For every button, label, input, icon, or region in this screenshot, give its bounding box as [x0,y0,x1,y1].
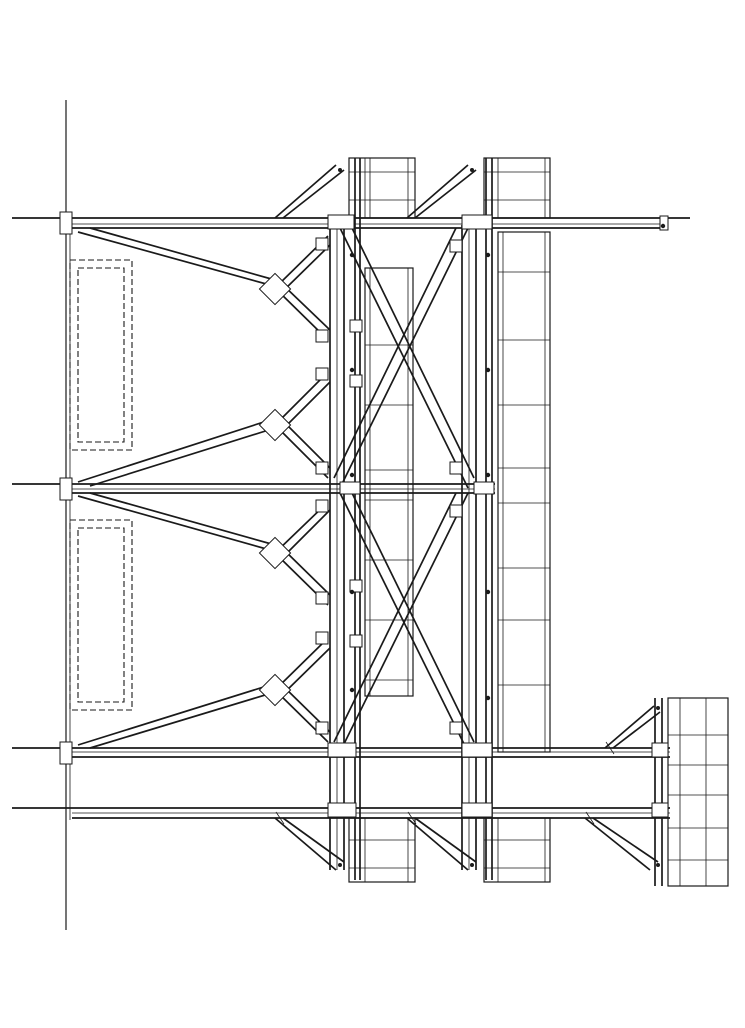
dashed-opening-upper [69,259,133,451]
column-c [461,225,477,870]
beam-hatch-marks [275,741,615,825]
wall-reference-line [65,100,71,930]
far-right-grid-panel [654,697,729,887]
bolt-marks [338,168,666,867]
column-d [485,158,493,880]
top-stub-grid-left [348,157,416,219]
v-brace-mid [77,371,331,487]
v-brace-lower [77,637,331,749]
column-a [329,225,345,870]
bottom-stub-grid-left [348,817,416,883]
top-knee-braces [274,164,477,219]
right-grid-panel [497,231,551,753]
x-brace-lower [333,492,475,753]
x-brace-upper [333,227,475,489]
middle-beam [12,483,495,494]
v-brace-mid-lower [77,492,331,606]
top-stub-grid-right [483,157,551,219]
column-b [354,158,361,880]
connection-plates [315,214,669,818]
bottom-knee-braces [274,817,659,871]
dashed-opening-lower [69,519,133,711]
bottom-stub-grid-right [483,817,551,883]
wall-end-plates [59,211,73,765]
right-knee-brace [604,705,661,749]
v-brace-upper [77,227,331,341]
